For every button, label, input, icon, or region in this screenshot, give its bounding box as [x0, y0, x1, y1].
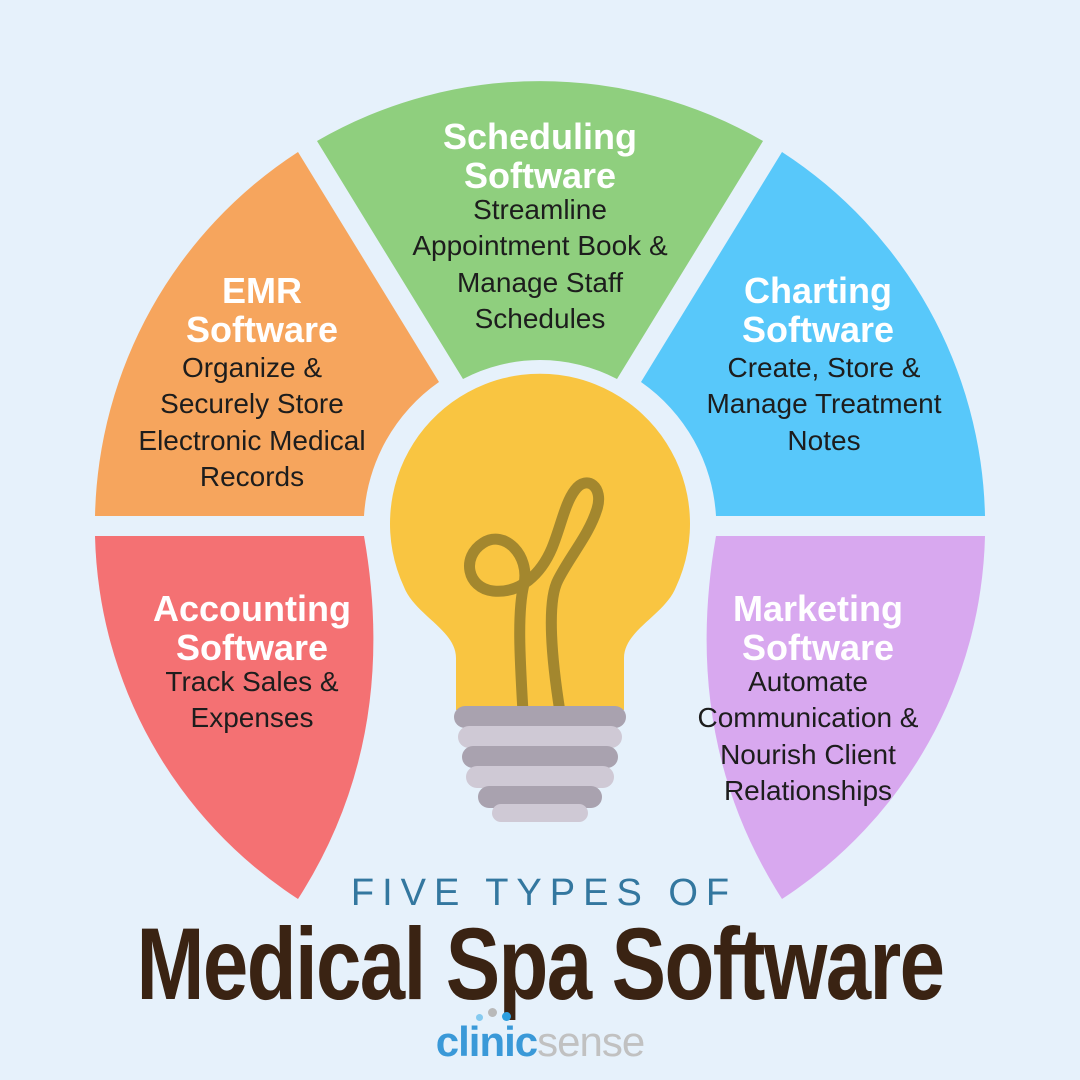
logo-arc-dot-blue [502, 1012, 511, 1021]
segment-emr-description: Organize & Securely Store Electronic Med… [138, 352, 366, 493]
segment-charting-title: Charting Software [741, 270, 895, 350]
segment-accounting-title: Accounting Software [153, 588, 351, 668]
page-title: Medical Spa Software [136, 907, 946, 1021]
segment-charting-description: Create, Store & Manage Treatment Notes [706, 352, 942, 456]
segment-scheduling-description: Streamline Appointment Book & Manage Sta… [412, 194, 668, 335]
segment-charting-shape [641, 152, 985, 516]
footer-kicker: FIVE TYPES OF [350, 872, 738, 914]
segment-emr-title: EMR Software [185, 270, 339, 350]
logo-arc-dot-light-blue [476, 1014, 483, 1021]
bulb-glass [390, 373, 690, 710]
segment-scheduling-title: Scheduling Software [442, 116, 637, 196]
bulb-base-band-1 [454, 706, 626, 728]
lightbulb-icon [390, 373, 690, 822]
segment-accounting-description: Track Sales & Expenses [165, 666, 339, 734]
bulb-base-band-3 [462, 746, 618, 768]
bulb-base-band-5 [478, 786, 602, 808]
bulb-filament [464, 477, 604, 718]
bulb-base-band-6 [492, 804, 588, 822]
segment-marketing-description: Automate Communication & Nourish Client … [697, 666, 919, 807]
segment-emr-shape [95, 152, 439, 516]
bulb-base-band-2 [458, 726, 622, 748]
logo-text-sense: sense [537, 1018, 645, 1065]
logo-arc-dot-gray [488, 1008, 497, 1017]
segment-scheduling-shape [317, 81, 763, 379]
segment-marketing-shape [706, 536, 985, 899]
segment-marketing-title: Marketing Software [732, 588, 904, 668]
clinicsense-logo: clinicsense [0, 1018, 1080, 1066]
logo-text-clinic: clinic [435, 1018, 538, 1065]
bulb-base-band-4 [466, 766, 614, 788]
segment-accounting-shape [95, 536, 374, 899]
